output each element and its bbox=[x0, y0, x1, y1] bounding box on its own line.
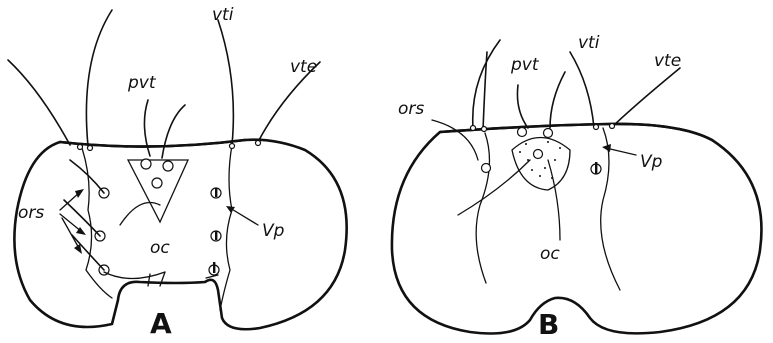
panel-a-label-vte: vte bbox=[290, 57, 317, 77]
panel-a-bristle-pvt-1 bbox=[143, 99, 151, 157]
panel-a-bristle-pvt-2 bbox=[161, 104, 186, 159]
panel-b-ocellus-median bbox=[532, 148, 544, 160]
panel-b-stipple bbox=[519, 141, 561, 179]
panel-b-bristle-pvt-2 bbox=[549, 71, 566, 129]
panel-b-ocellus-right bbox=[542, 127, 554, 139]
panel-b-bristle-left-long-2 bbox=[482, 51, 488, 131]
panel-a-ocellar-triangle bbox=[126, 159, 190, 224]
panel-a-bristle-vte bbox=[257, 61, 321, 143]
panel-a-inner-curve bbox=[119, 201, 161, 226]
panel-a-bristle-vti bbox=[217, 19, 235, 146]
panel-a-head: pvt vti vte ors oc Vp A bbox=[7, 5, 348, 340]
panel-b-label-vte: vte bbox=[654, 51, 681, 71]
panel-a-frons-right bbox=[219, 144, 233, 311]
panel-a-socket-vertex-4 bbox=[254, 139, 262, 147]
panel-b-label-oc: oc bbox=[540, 244, 560, 264]
panel-a-ors-arrow-3 bbox=[61, 217, 81, 251]
panel-b-head: pvt vti vte ors oc Vp B bbox=[390, 33, 763, 341]
panel-a-label-vti: vti bbox=[212, 5, 234, 25]
panel-b-label-vp: Vp bbox=[640, 152, 663, 172]
panel-a-vp-sockets bbox=[205, 187, 222, 279]
panel-a-bristle-left-long bbox=[85, 9, 113, 147]
panel-b-ors-socket bbox=[480, 162, 492, 174]
panel-a-socket-vertex-3 bbox=[228, 142, 236, 150]
panel-a-ocellus-left bbox=[140, 158, 152, 170]
panel-b-vp-arrowhead bbox=[602, 144, 611, 152]
panel-a-vertex-line bbox=[58, 138, 247, 148]
panel-a-bristle-left-outer bbox=[7, 59, 71, 146]
panel-a-vp-arrow bbox=[229, 207, 259, 226]
panel-a-vp-arrowhead bbox=[226, 206, 235, 213]
panel-a-oc-pointer-3 bbox=[159, 271, 166, 287]
panel-a-letter: A bbox=[150, 307, 172, 340]
panel-a-label-pvt: pvt bbox=[127, 73, 157, 93]
panel-b-ocellar-triangle bbox=[511, 137, 571, 191]
panel-b-bristle-vti bbox=[569, 51, 595, 129]
panel-a-label-oc: oc bbox=[150, 238, 170, 258]
panel-b-bristle-left-long-1 bbox=[471, 39, 501, 129]
panel-a-ocellus-median bbox=[151, 177, 163, 189]
panel-b-frons-right bbox=[600, 127, 621, 291]
panel-a-socket-vertex-1 bbox=[76, 143, 84, 151]
panel-b-bristle-pvt-1 bbox=[516, 84, 529, 129]
panel-b-label-pvt: pvt bbox=[510, 55, 540, 75]
panel-a-oc-pointer bbox=[103, 271, 166, 280]
panel-b-frons-left bbox=[475, 132, 491, 284]
panel-b-oc-line-2 bbox=[547, 159, 561, 241]
panel-a-ors-bristle-1 bbox=[69, 159, 105, 194]
panel-a-ocellus-right bbox=[162, 160, 174, 172]
panel-a-label-vp: Vp bbox=[262, 221, 285, 241]
panel-a-ors-bristle-3 bbox=[71, 234, 105, 271]
panel-a-ors-arrow-2 bbox=[59, 213, 83, 233]
panel-a-socket-vertex-2 bbox=[86, 144, 94, 152]
panel-a-oc-pointer-2 bbox=[147, 273, 151, 287]
panel-a-frons-left bbox=[81, 147, 113, 299]
panel-b-letter: B bbox=[538, 308, 559, 341]
panel-a-ors-arrow-1 bbox=[59, 191, 81, 211]
panel-b-oc-line-1 bbox=[457, 159, 531, 216]
panel-b-vp-arrow bbox=[605, 147, 637, 156]
panel-b-label-vti: vti bbox=[578, 33, 600, 53]
panel-b-bristle-vte bbox=[611, 67, 681, 128]
panel-b-vertex-line bbox=[438, 122, 714, 142]
panel-b-ors-pointer bbox=[431, 119, 479, 161]
panel-b-vp-socket bbox=[590, 162, 602, 175]
panel-b-ocellus-left bbox=[516, 126, 528, 138]
panel-b-label-ors: ors bbox=[398, 99, 424, 119]
panel-a-head-outline bbox=[13, 138, 348, 331]
panel-b-head-outline bbox=[390, 122, 763, 335]
panel-a-label-ors: ors bbox=[18, 203, 44, 223]
